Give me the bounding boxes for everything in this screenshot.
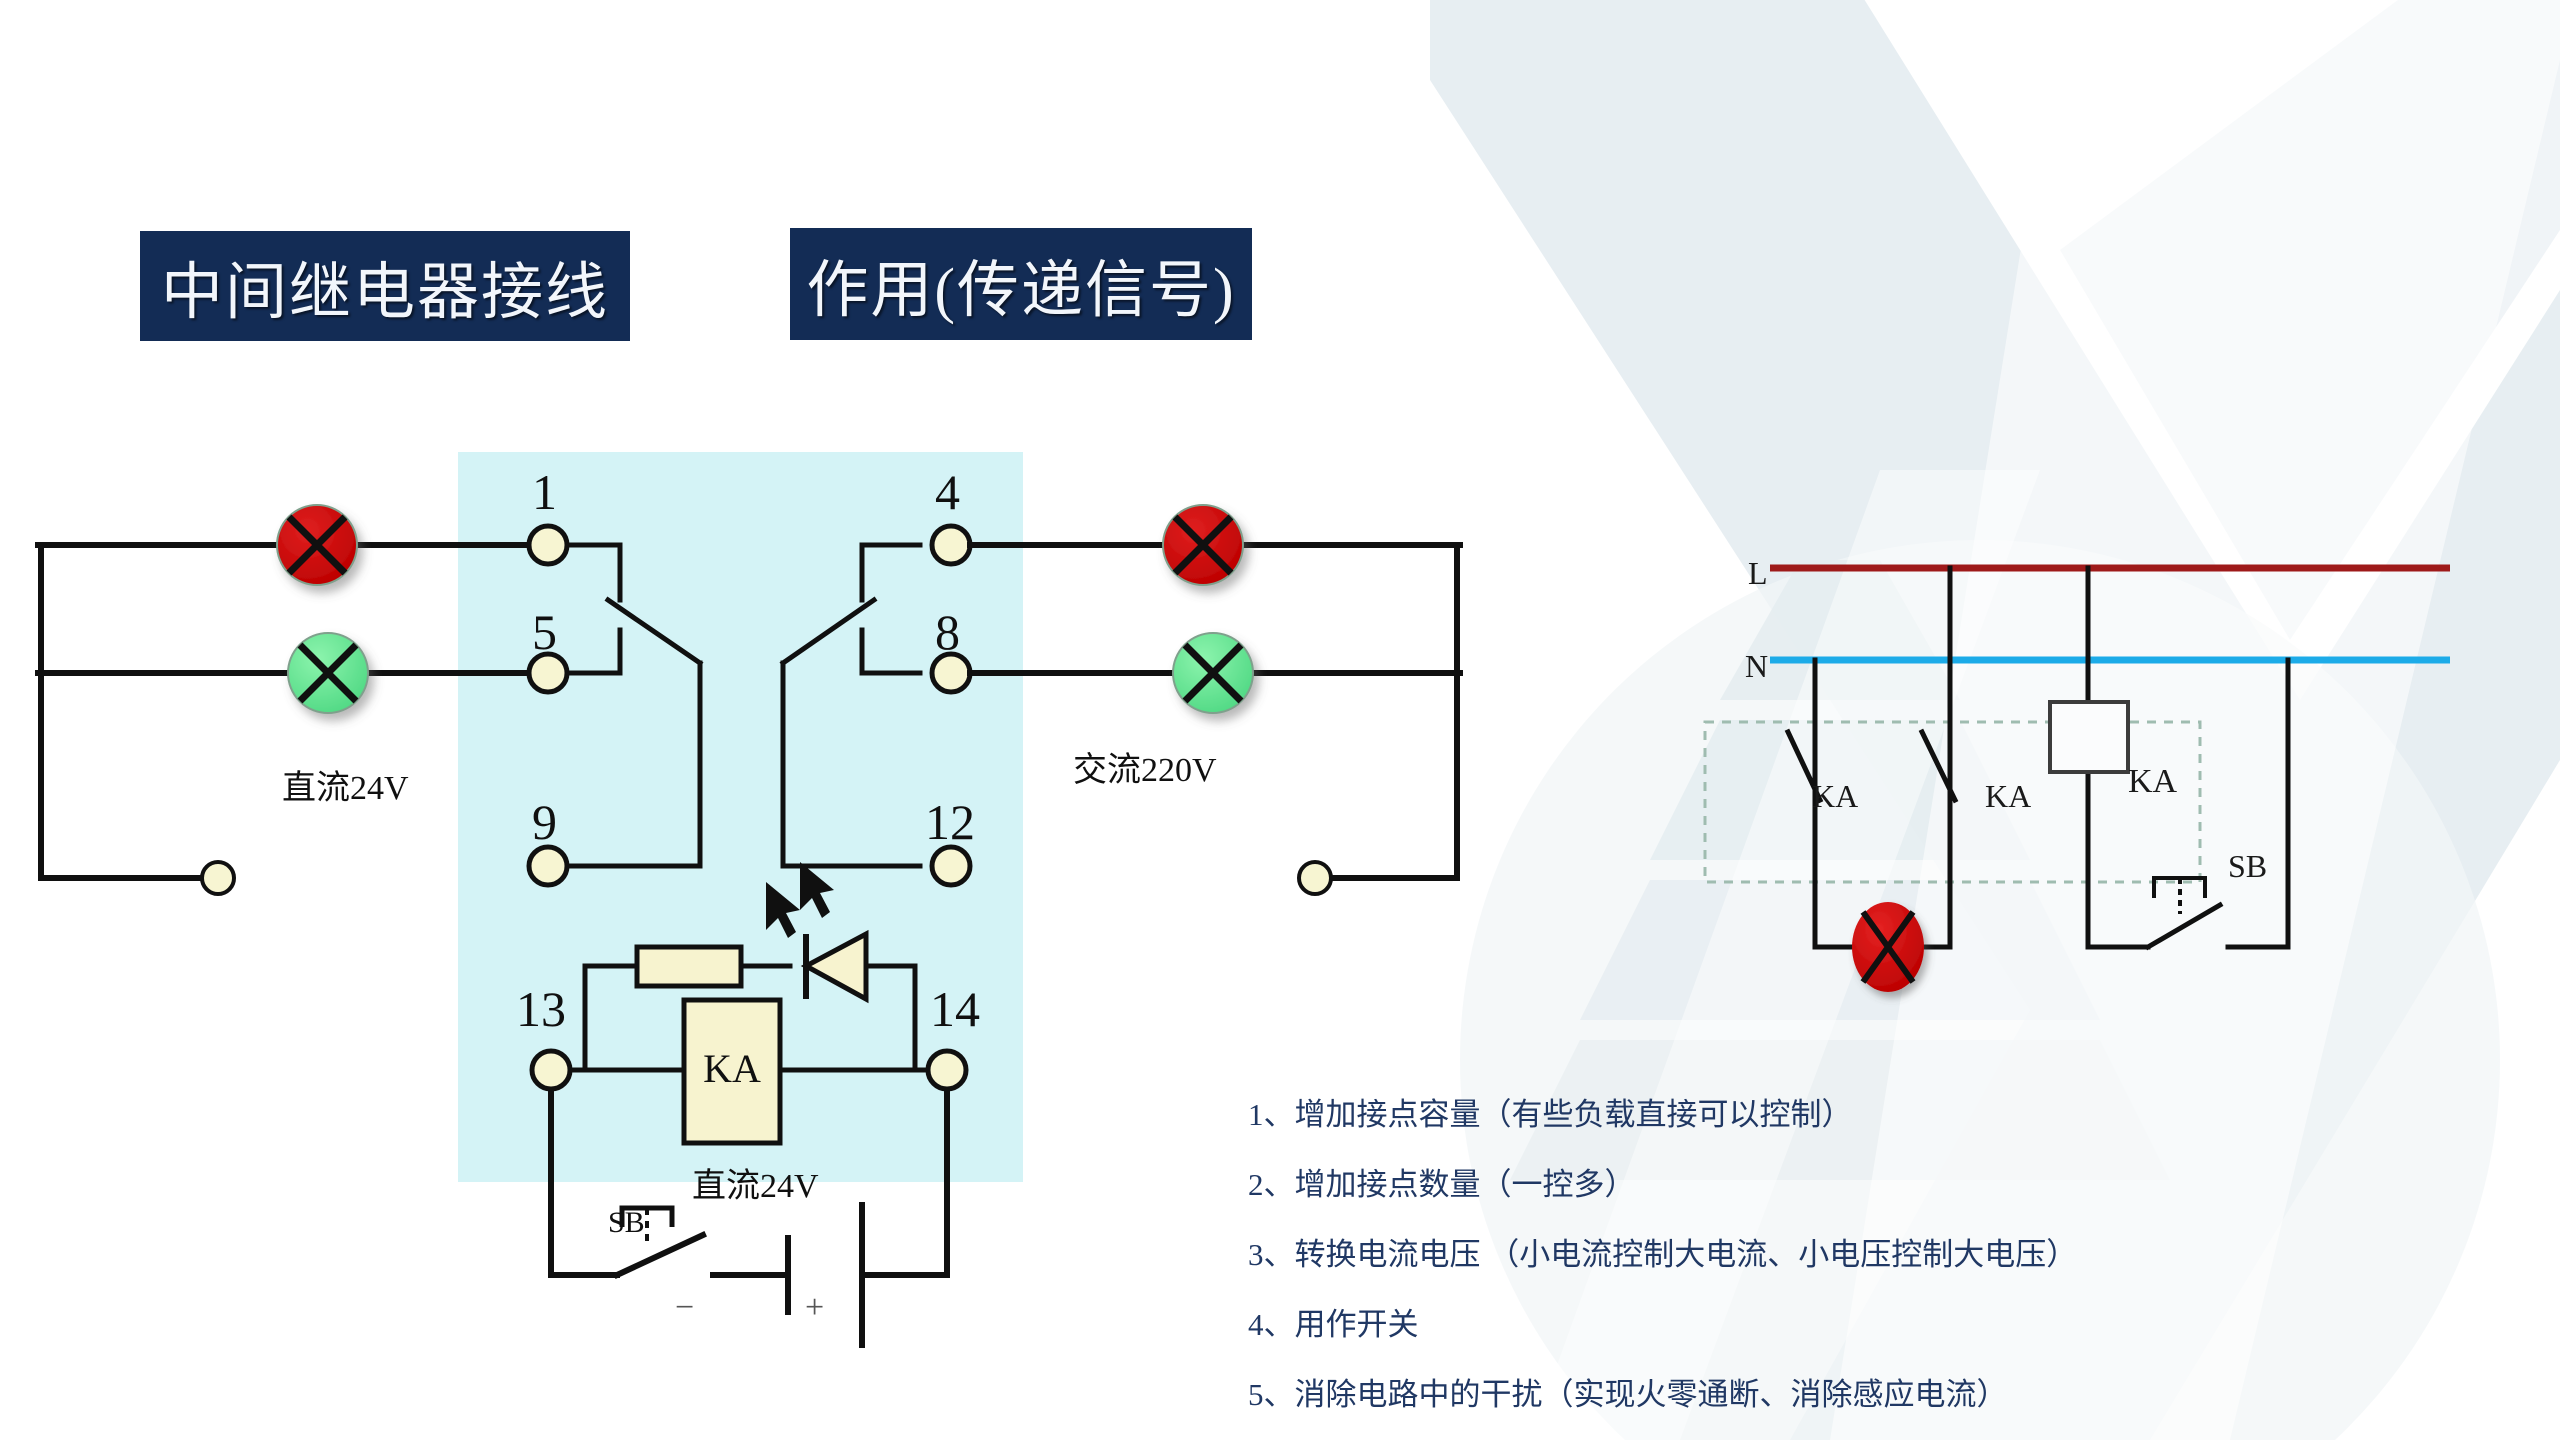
pushbutton-label-sb-left: SB [608,1206,645,1239]
resistor-symbol [634,944,744,989]
left-circuit-wires [35,542,543,881]
coil-label-ka: KA [2128,763,2178,800]
bullet-item-5: 5、消除电路中的干扰（实现火零通断、消除感应电流） [1248,1377,2008,1412]
contact-label-ka-2: KA [1985,778,2032,814]
function-bullet-list: 1、增加接点容量（有些负载直接可以控制） 2、增加接点数量（一控多） 3、转换电… [1248,1080,2077,1430]
pushbutton-label-sb-right: SB [2228,848,2268,884]
bullet-item-1: 1、增加接点容量（有些负载直接可以控制） [1248,1097,1853,1132]
bus-label-N: N [1745,648,1769,684]
coil-section-wires [565,963,933,1073]
terminal-14 [925,1048,969,1092]
battery-label-minus: − [675,1289,695,1326]
diode-symbol [800,929,869,1004]
terminal-loose-right [1297,860,1333,896]
terminal-4 [929,523,973,567]
relay-right-contacts [779,542,923,869]
terminal-9 [526,844,570,888]
contact-label-ka-1: KA [1812,778,1859,814]
terminal-13 [529,1048,573,1092]
right-lamp-group [1162,504,1254,714]
relay-coil-label: KA [703,1046,761,1091]
title-box-relay-wiring: 中间继电器接线 [140,231,630,341]
relay-wiring-diagram: KA [35,504,1463,1348]
terminal-label-14: 14 [930,981,980,1037]
pushbutton-sb-actuator-left [619,1205,675,1243]
dc-supply-loop [548,1087,950,1348]
terminal-label-8: 8 [935,604,960,660]
voltage-label-ac220: 交流220V [1073,752,1217,789]
ladder-lamp-group [1852,902,1924,992]
terminal-label-4: 4 [935,464,960,520]
terminal-loose-left [200,860,236,896]
led-emission-arrows-icon [766,862,834,938]
title-box-function: 作用(传递信号) [790,228,1252,340]
terminal-label-9: 9 [532,794,557,850]
battery-label-plus: + [805,1289,825,1326]
pushbutton-sb-actuator-right [2152,876,2207,914]
terminal-label-13: 13 [516,981,566,1037]
voltage-label-dc24-coil: 直流24V [692,1168,819,1205]
terminal-label-5: 5 [532,604,557,660]
relay-coil-box [681,997,783,1146]
terminal-12 [929,844,973,888]
terminal-5 [526,651,570,695]
relay-left-contacts [559,542,704,869]
bus-label-L: L [1748,555,1768,591]
left-lamp-group [276,504,369,714]
bullet-item-3: 3、转换电流电压 （小电流控制大电流、小电压控制大电压） [1248,1237,2078,1272]
ladder-branch-lamp [1784,565,1959,950]
voltage-label-dc24-left: 直流24V [282,770,409,807]
watermark-shapes [1430,0,2560,1440]
ladder-diagram [1703,564,2450,992]
terminal-label-1: 1 [532,464,557,520]
bullet-item-2: 2、增加接点数量（一控多） [1248,1167,1636,1202]
ladder-coil-box [2048,700,2130,774]
ladder-branch-coil [2085,565,2291,951]
terminal-1 [526,523,570,567]
terminal-label-12: 12 [925,794,975,850]
relay-terminal-dots [526,523,973,888]
bullet-item-4: 4、用作开关 [1248,1307,1419,1342]
